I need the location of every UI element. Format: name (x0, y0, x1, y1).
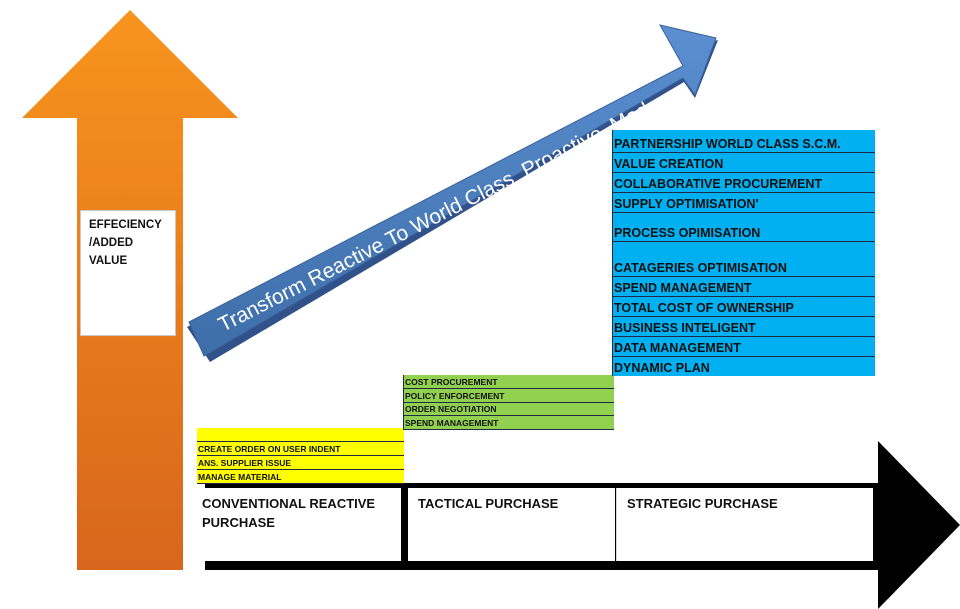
tactical-row: POLICY ENFORCEMENT (404, 389, 614, 403)
tactical-row: COST PROCUREMENT (404, 375, 614, 389)
tactical-row: ORDER NEGOTIATION (404, 403, 614, 416)
strategic-row: PARTNERSHIP WORLD CLASS S.C.M. (613, 130, 875, 153)
stage-conventional-line-2: PURCHASE (202, 515, 275, 530)
strategic-row: BUSINESS INTELIGENT (613, 317, 875, 337)
tactical-row: SPEND MANAGEMENT (404, 416, 614, 430)
stage-tactical: TACTICAL PURCHASE (408, 488, 615, 561)
value-label-line-1: EFFECIENCY (89, 219, 162, 231)
conventional-row-blank (197, 428, 404, 442)
stage-conventional: CONVENTIONAL REACTIVE PURCHASE (192, 488, 401, 561)
strategic-row: COLLABORATIVE PROCUREMENT (613, 173, 875, 193)
strategic-row: DYNAMIC PLAN (614, 361, 710, 375)
strategic-activities: PARTNERSHIP WORLD CLASS S.C.M. VALUE CRE… (612, 130, 875, 376)
strategic-row: SPEND MANAGEMENT (613, 277, 875, 297)
stage-conventional-line-1: CONVENTIONAL REACTIVE (202, 496, 376, 511)
conventional-row: ANS. SUPPLIER ISSUE (197, 456, 404, 470)
value-axis-label: EFFECIENCY /ADDED VALUE (80, 210, 176, 336)
strategic-row: PROCESS OPIMISATION (613, 213, 875, 242)
value-label-line-3: VALUE (89, 255, 128, 267)
stage-strategic: STRATEGIC PURCHASE (616, 488, 873, 561)
tactical-activities: COST PROCUREMENT POLICY ENFORCEMENT ORDE… (403, 375, 614, 430)
value-label-line-2: /ADDED (89, 237, 134, 249)
strategic-row: TOTAL COST OF OWNERSHIP (613, 297, 875, 317)
strategic-row: CATAGERIES OPTIMISATION (613, 242, 875, 277)
strategic-row: VALUE CREATION (613, 153, 875, 173)
stage-strategic-label: STRATEGIC PURCHASE (627, 496, 778, 511)
stage-tactical-label: TACTICAL PURCHASE (418, 496, 559, 511)
strategic-row: DATA MANAGEMENT (613, 337, 875, 357)
conventional-row: MANAGE MATERIAL (197, 470, 404, 484)
strategic-row: SUPPLY OPTIMISATION' (613, 193, 875, 213)
conventional-activities: CREATE ORDER ON USER INDENT ANS. SUPPLIE… (197, 428, 404, 484)
conventional-row: CREATE ORDER ON USER INDENT (197, 442, 404, 456)
